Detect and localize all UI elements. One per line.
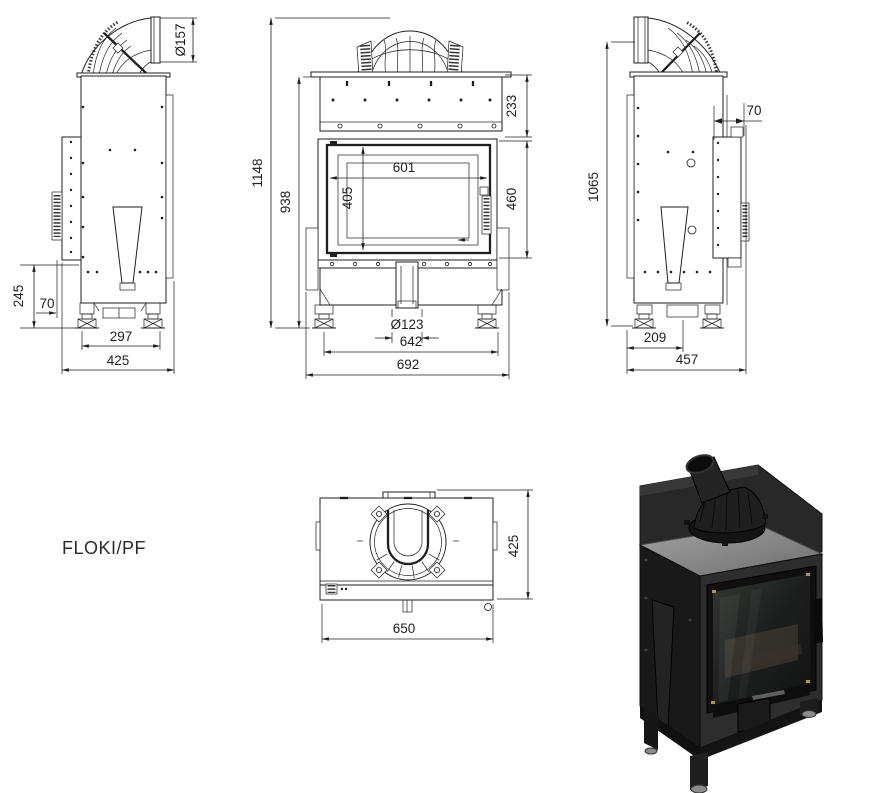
render-flue-elbow [684,454,768,546]
body-side-right [633,75,724,304]
dim-depth-right-label: 457 [676,352,699,367]
dim-top-width: 650 [321,604,494,643]
air-funnel-right [660,206,689,291]
dim-outlet-diameter-label: Ø123 [390,317,423,332]
dim-inner-width-label: 642 [400,334,423,349]
dim-flue-diameter: Ø157 [160,17,197,63]
dim-glass-height-label: 405 [340,187,355,210]
front-strip-top-view [319,584,494,601]
flue-elbow-right [633,16,722,76]
dim-rear-clearance: 245 [11,264,92,329]
plenum-details [319,81,503,132]
dim-glass-width-label: 601 [393,160,416,175]
latch-strip [51,191,63,241]
door-handle-front [457,186,492,242]
dim-body-height-label: 938 [278,191,293,214]
flue-flange-left [150,16,161,64]
dim-foot-spacing: 297 [81,329,161,350]
dim-flue-diameter-label: Ø157 [173,23,188,56]
dim-total-height: 1148 [250,17,390,329]
dim-front-offset-left: 70 [36,296,57,315]
dim-glass-height: 405 [340,146,365,251]
lower-body-front [305,227,510,329]
flue-elbow-left [80,16,161,76]
dim-top-depth-label: 425 [506,535,521,558]
flue-dome-front [356,30,464,77]
dim-flue-height-label: 1065 [586,172,601,202]
dim-front-offset-left-label: 70 [39,296,54,311]
heat-panel [712,126,750,268]
dim-inner-width: 642 [323,332,499,356]
model-name-label: FLOKI/PF [62,538,146,558]
dim-total-width-label: 692 [397,357,420,372]
render-legs [644,698,818,793]
product-3d-render [638,454,824,793]
render-door [706,565,823,714]
glass-pane [337,154,479,246]
base-right-view [631,304,725,329]
view-front: 1148 938 233 460 601 405 [250,17,532,379]
top-plate-front [310,71,512,78]
dim-glass-width: 601 [329,160,488,180]
base-left-view [56,260,166,329]
front-panel-left [61,136,82,261]
air-funnel-left [112,206,143,291]
dim-depth-left-label: 425 [107,353,130,368]
screw-dots [69,105,164,274]
dim-door-height: 460 [499,140,532,259]
body-side-left [80,75,167,304]
body-top-view [319,497,494,586]
view-top: 425 650 [315,489,533,643]
dim-total-width: 692 [305,292,510,379]
dim-top-section: 233 [504,74,532,138]
dim-door-height-label: 460 [504,188,519,211]
dim-depth-left: 425 [61,263,175,374]
dim-flue-height: 1065 [586,41,635,327]
screw-dots [636,106,712,274]
dim-rear-panel-offset-label: 70 [746,103,761,118]
render-door-handle [812,598,823,644]
dim-depth-right: 457 [626,125,747,374]
dim-foot-spacing-label: 297 [110,329,133,344]
dim-top-section-label: 233 [504,95,519,118]
dim-total-height-label: 1148 [250,158,265,187]
dim-rear-clearance-label: 245 [11,285,26,308]
flue-flange-right [633,16,649,64]
flue-collar-top [357,503,459,581]
dim-foot-offset-label: 209 [644,330,667,345]
view-side-right: 70 1065 209 457 [586,16,762,374]
top-view-details [325,496,492,613]
dim-foot-offset: 209 [626,320,684,374]
dim-rear-panel-offset: 70 [713,103,762,140]
dim-top-width-label: 650 [393,621,416,636]
dim-outlet-diameter: Ø123 [375,309,439,343]
dim-body-height: 938 [278,76,316,329]
view-side-left: Ø157 245 70 297 425 [11,16,197,374]
dim-top-depth: 425 [437,489,533,600]
